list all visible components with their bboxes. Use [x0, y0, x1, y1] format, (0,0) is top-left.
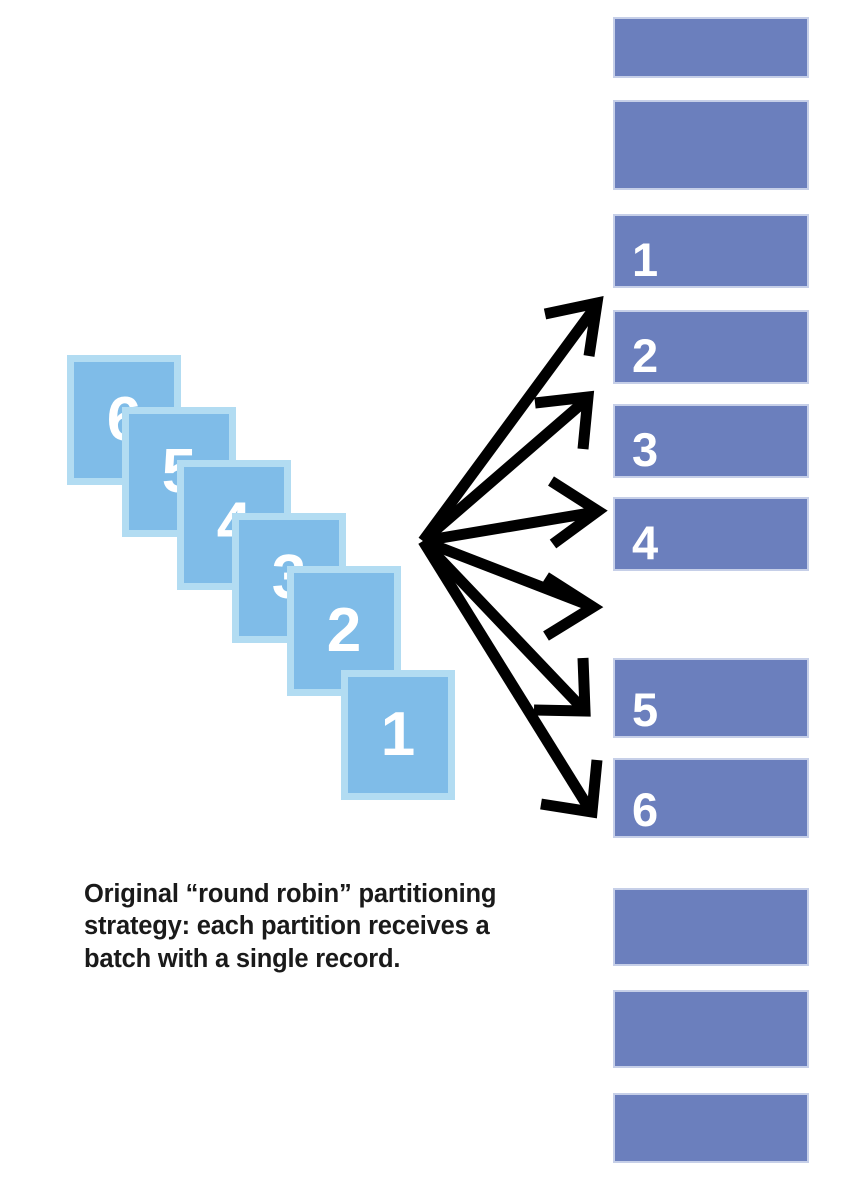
caption-line-3: batch with a single record. [84, 944, 401, 973]
record-card-1: 1 [341, 670, 455, 800]
partition-bar-empty-bottom-1 [613, 888, 809, 966]
partition-bar-2: 2 [613, 310, 809, 384]
partition-bar-label: 6 [632, 782, 659, 836]
partition-bar-1: 1 [613, 214, 809, 288]
partition-bar-label: 1 [632, 232, 659, 286]
diagram-caption: Original “round robin” partitioning stra… [84, 878, 554, 975]
partition-bar-5: 5 [613, 658, 809, 738]
partition-bar-empty-top-2 [613, 100, 809, 190]
partition-bar-4: 4 [613, 497, 809, 571]
partition-bar-label: 5 [632, 682, 659, 736]
partition-bar-3: 3 [613, 404, 809, 478]
record-card-label: 1 [380, 700, 416, 769]
caption-line-2: strategy: each partition receives a [84, 912, 490, 941]
partition-bar-empty-bottom-3 [613, 1093, 809, 1163]
partition-bar-empty-top-1 [613, 17, 809, 78]
record-card-label: 2 [326, 596, 362, 665]
partition-bar-label: 4 [632, 515, 659, 569]
caption-line-1: Original “round robin” partitioning [84, 880, 497, 908]
incoming-records-stack: 6 5 4 3 2 1 [0, 0, 520, 900]
partition-bar-label: 3 [632, 422, 659, 476]
partition-bar-label: 2 [632, 328, 659, 382]
partition-bar-6: 6 [613, 758, 809, 838]
partition-bar-empty-bottom-2 [613, 990, 809, 1068]
